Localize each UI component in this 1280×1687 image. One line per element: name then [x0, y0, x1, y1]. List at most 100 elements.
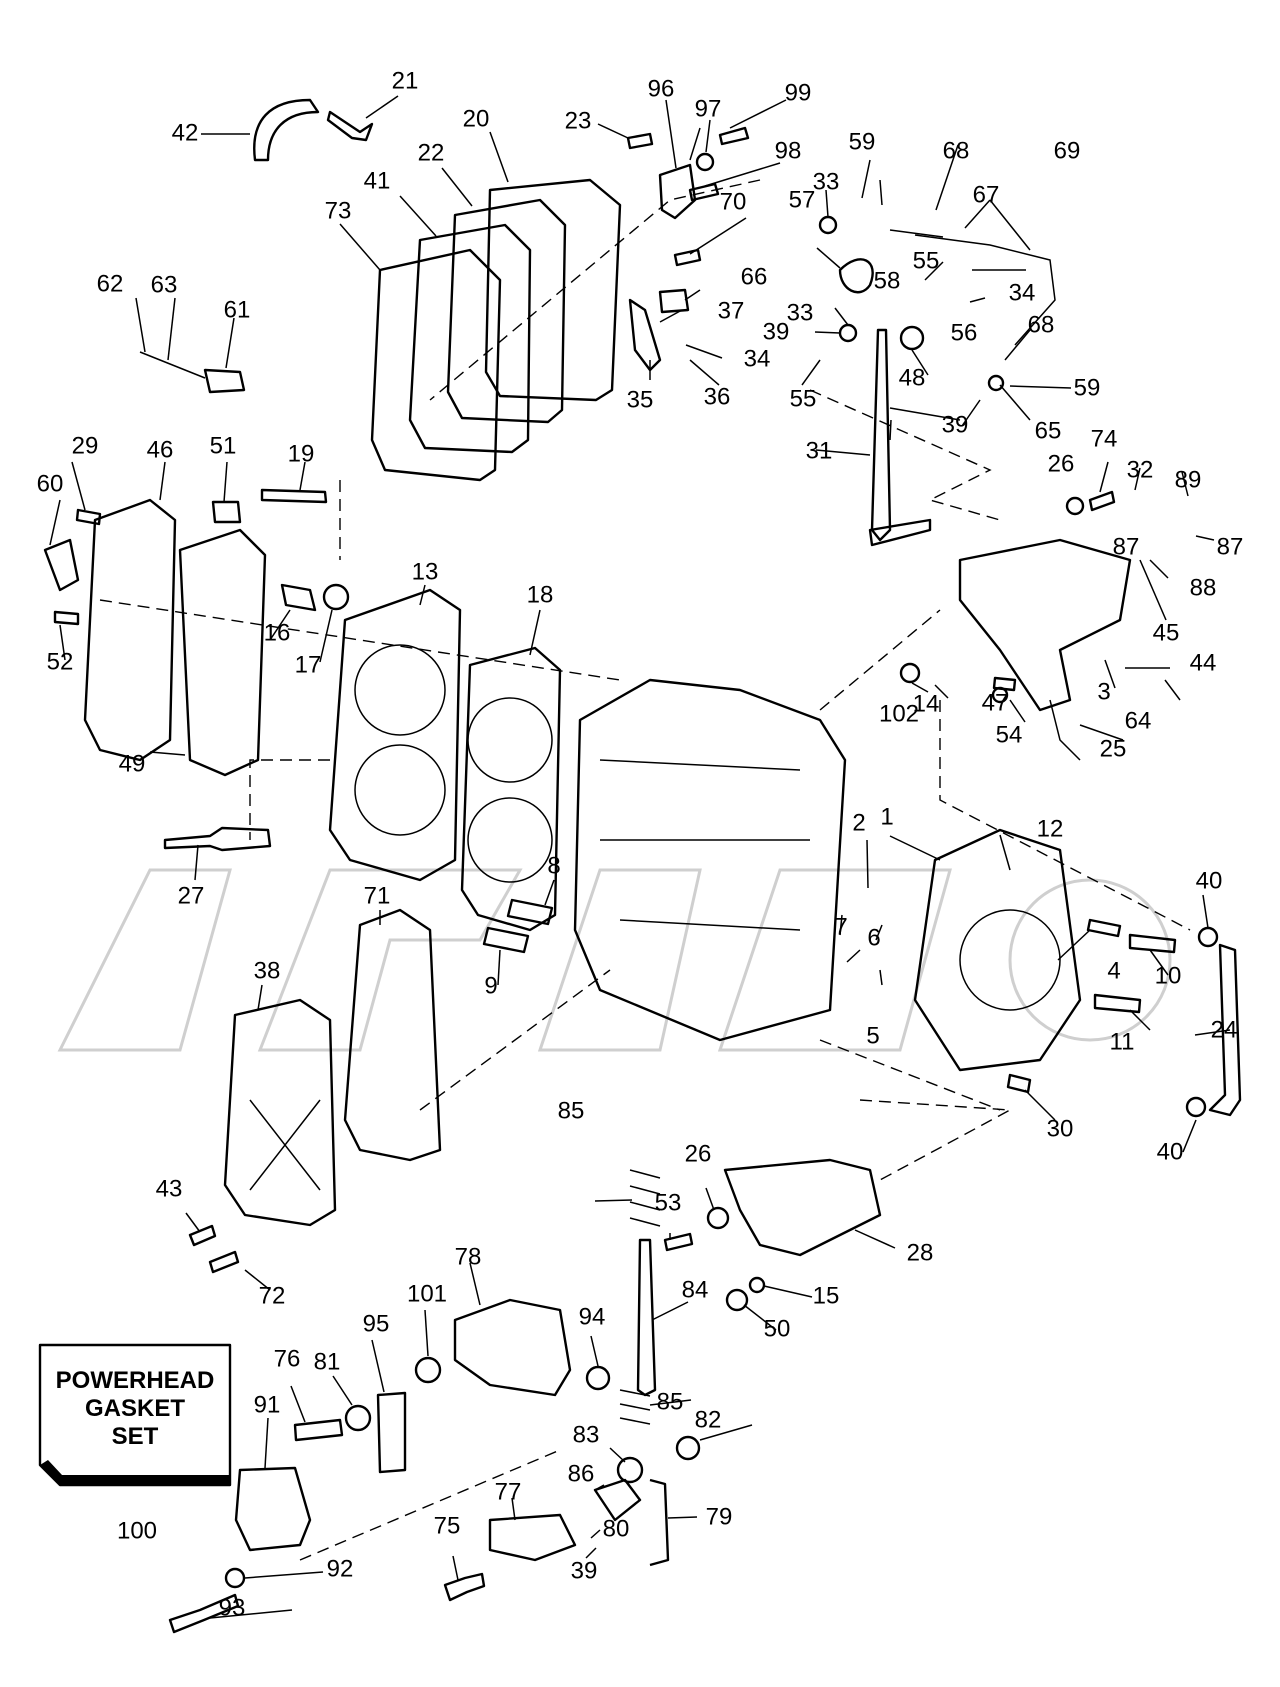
rod-84: [636, 1238, 657, 1397]
callout: 2: [852, 809, 865, 836]
gasket-set-line-1: POWERHEAD: [56, 1367, 215, 1394]
nut-102: [899, 662, 921, 684]
clip-79: [649, 1478, 670, 1567]
valve-16: [280, 583, 317, 612]
callout: 80: [603, 1515, 630, 1542]
callout: 83: [573, 1421, 600, 1448]
callout: 47: [982, 689, 1009, 716]
callout: 55: [790, 385, 817, 412]
gasket-set-label: POWERHEAD GASKET SET: [56, 1367, 215, 1450]
callout: 81: [314, 1348, 341, 1375]
callout: 61: [224, 296, 251, 323]
callout: 33: [813, 168, 840, 195]
block-91: [234, 1466, 312, 1552]
callout: 75: [434, 1512, 461, 1539]
washer-33-upper: [818, 215, 838, 235]
callout: 55: [913, 247, 940, 274]
callout: 69: [1054, 137, 1081, 164]
callout: 6: [867, 924, 880, 951]
callout: 8: [547, 852, 560, 879]
exhaust-plate-22: [446, 198, 567, 424]
callout: 89: [1175, 466, 1202, 493]
nut-101: [414, 1356, 442, 1384]
bolt-53: [663, 1232, 694, 1252]
callout: 16: [264, 619, 291, 646]
callout: 32: [1127, 456, 1154, 483]
callout: 59: [1074, 374, 1101, 401]
callout: 39: [571, 1557, 598, 1584]
callout: 1: [880, 803, 893, 830]
callout: 88: [1190, 574, 1217, 601]
bracket-45: [958, 538, 1132, 712]
gasket-set-line-2: GASKET: [85, 1395, 185, 1422]
callout: 22: [418, 139, 445, 166]
clip-40-upper: [1197, 926, 1219, 948]
washer-82: [675, 1435, 701, 1461]
bracket-78: [453, 1298, 572, 1397]
callout: 21: [392, 67, 419, 94]
cap-83: [616, 1456, 644, 1484]
callout: 39: [942, 411, 969, 438]
callout: 64: [1125, 707, 1152, 734]
callout: 19: [288, 440, 315, 467]
callout: 54: [996, 721, 1023, 748]
callout: 60: [37, 470, 64, 497]
callout: 31: [806, 437, 833, 464]
callout: 67: [973, 181, 1000, 208]
callout: 97: [695, 95, 722, 122]
callout: 13: [412, 558, 439, 585]
bracket-96: [658, 163, 697, 220]
powerhead-gasket-set-box: [38, 1343, 232, 1487]
callout: 51: [210, 432, 237, 459]
spring-66: [838, 258, 874, 294]
callout: 101: [407, 1280, 447, 1307]
bracket-60: [43, 538, 80, 592]
callout: 93: [219, 1594, 246, 1621]
washer-92: [224, 1567, 246, 1589]
thermostat-51: [211, 500, 242, 524]
bracket-28: [723, 1158, 882, 1257]
bolt-10: [1128, 933, 1177, 954]
gasket-41: [408, 223, 532, 454]
callout: 29: [72, 432, 99, 459]
callout: 48: [899, 364, 926, 391]
callout: 82: [695, 1406, 722, 1433]
callout: 45: [1153, 619, 1180, 646]
callout: 39: [763, 318, 790, 345]
callout: 98: [775, 137, 802, 164]
gasket-49: [178, 528, 267, 777]
callout: 26: [685, 1140, 712, 1167]
callout: 41: [364, 167, 391, 194]
callout: 12: [1037, 815, 1064, 842]
crankcase-1: [913, 828, 1082, 1072]
callout: 34: [1009, 279, 1036, 306]
lever-86: [593, 1478, 642, 1522]
cap-48: [899, 325, 925, 351]
bolt-93: [168, 1593, 240, 1634]
washer-33-lower: [838, 323, 858, 343]
callout: 63: [151, 271, 178, 298]
bolt-47: [992, 676, 1017, 692]
callout: 23: [565, 107, 592, 134]
callout: 28: [907, 1239, 934, 1266]
callout-numbers: 1 2 3 4 5 6 7 8 9 10 11 12 13 14 15 16 1…: [37, 67, 1244, 1621]
hose-42: [253, 98, 320, 162]
callout: 86: [568, 1460, 595, 1487]
callout: 52: [47, 648, 74, 675]
plate-95: [376, 1391, 407, 1474]
callout: 100: [117, 1517, 157, 1544]
callout: 46: [147, 436, 174, 463]
sensor-61: [203, 368, 246, 394]
callout: 50: [764, 1315, 791, 1342]
callout: 37: [718, 297, 745, 324]
lever-35: [628, 298, 662, 372]
callout: 68: [1028, 311, 1055, 338]
cylinder-head-13: [328, 588, 462, 882]
callout: 40: [1196, 867, 1223, 894]
wire-25: [1049, 699, 1081, 761]
callout: 62: [97, 270, 124, 297]
callout: 49: [119, 750, 146, 777]
bolt-74: [1088, 490, 1116, 512]
callout: 33: [787, 299, 814, 326]
